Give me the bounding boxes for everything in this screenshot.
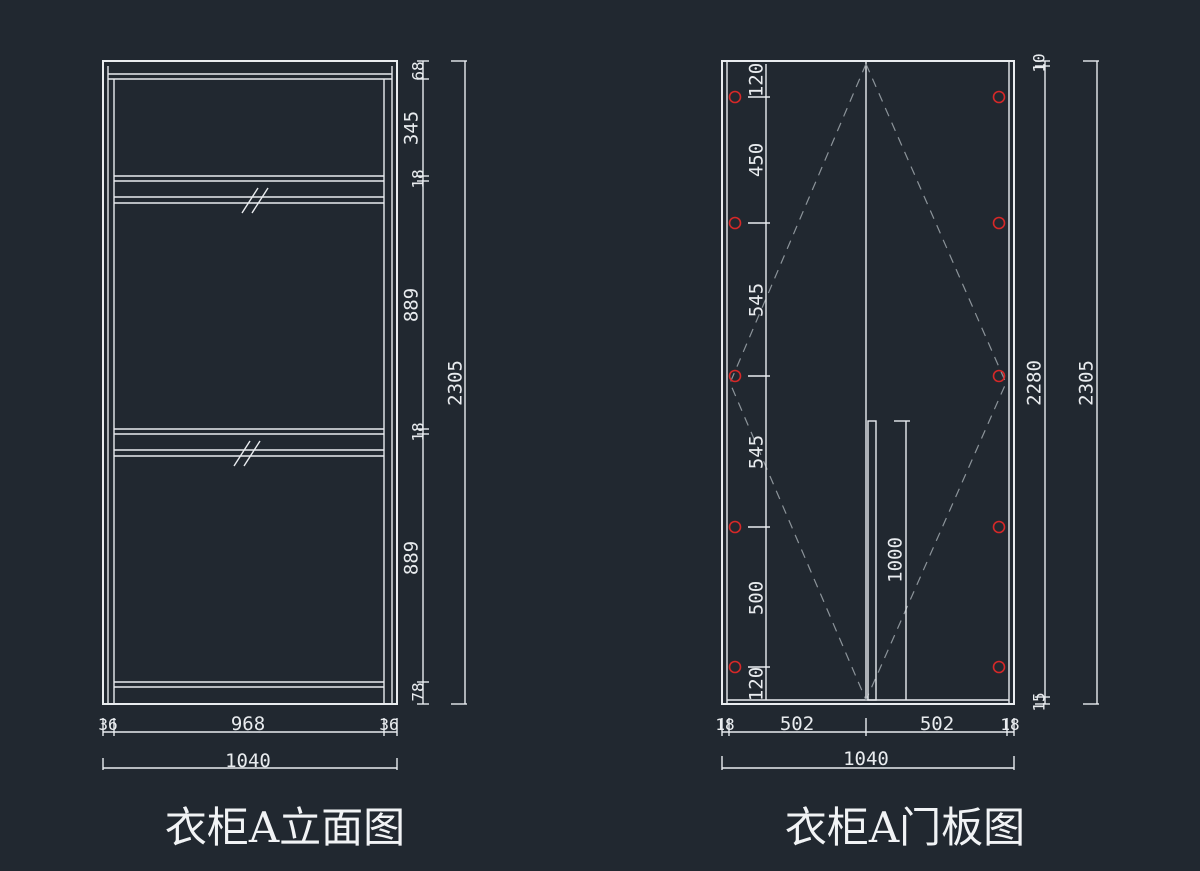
elevation-drawing: 68 345 18 889 18 889 78 2305 36 968 36 — [98, 60, 467, 852]
dim-door-overall-width: 1040 — [843, 748, 889, 770]
hinge-icon — [992, 369, 1006, 383]
dim-left-side-36: 36 — [98, 715, 117, 734]
elevation-horizontal-dim-chain — [102, 718, 398, 736]
dim-right-side-36: 36 — [379, 715, 398, 734]
door-panel-drawing: 1000 120 450 545 545 500 120 — [715, 53, 1099, 852]
door-title: 衣柜A门板图 — [785, 803, 1025, 852]
hinge-icon — [992, 216, 1006, 230]
cabinet-outer-frame — [102, 60, 398, 705]
dim-hinge-120-top: 120 — [746, 63, 768, 97]
elevation-overall-width-line — [102, 758, 398, 770]
dim-top-68: 68 — [409, 61, 428, 80]
hinge-icon — [728, 520, 742, 534]
middle-shelf — [114, 428, 384, 457]
dim-left-door-502: 502 — [780, 713, 814, 735]
hinge-icon — [728, 369, 742, 383]
door-overall-height-line — [1083, 60, 1099, 705]
dim-top-gap: 10 — [1030, 53, 1049, 72]
bottom-plinth — [114, 681, 384, 688]
elevation-overall-height-line — [451, 60, 467, 705]
hinge-icon — [992, 520, 1006, 534]
elevation-title: 衣柜A立面图 — [165, 803, 405, 852]
dim-345: 345 — [401, 111, 423, 145]
dim-handle-1000: 1000 — [885, 537, 907, 583]
dim-shelf-18-upper: 18 — [409, 169, 428, 188]
hinge-icon — [992, 90, 1006, 104]
dim-889-upper: 889 — [401, 288, 423, 322]
door-overall-width-line — [721, 756, 1015, 770]
hanging-rod-mark-lower — [233, 440, 261, 467]
dim-overall-height: 2305 — [445, 360, 467, 406]
hinge-dim-chain — [748, 64, 770, 700]
dim-inner-width-968: 968 — [231, 713, 265, 735]
dim-shelf-18-lower: 18 — [409, 422, 428, 441]
dim-door-right-18: 18 — [1000, 715, 1019, 734]
door-outer-frame — [721, 60, 1015, 705]
dim-889-lower: 889 — [401, 541, 423, 575]
hinge-icon — [728, 216, 742, 230]
dim-right-door-502: 502 — [920, 713, 954, 735]
dim-bottom-78: 78 — [409, 682, 428, 701]
handle-dim-line — [894, 420, 910, 700]
dim-hinge-120-bottom: 120 — [746, 667, 768, 701]
door-handle — [867, 420, 877, 701]
hinge-markers-right — [992, 90, 1006, 674]
hinge-markers-left — [728, 90, 742, 674]
dim-hinge-450: 450 — [746, 143, 768, 177]
dim-door-overall-height: 2305 — [1076, 360, 1098, 406]
dim-bottom-gap: 15 — [1030, 692, 1049, 711]
door-horizontal-dim-chain — [721, 718, 1015, 736]
opening-direction-marks — [729, 63, 1007, 701]
hanging-rod-mark-upper — [241, 187, 269, 214]
dim-door-height: 2280 — [1024, 360, 1046, 406]
upper-shelf — [114, 175, 384, 204]
dim-hinge-545-upper: 545 — [746, 283, 768, 317]
dim-door-left-18: 18 — [715, 715, 734, 734]
dim-hinge-500: 500 — [746, 581, 768, 615]
dim-overall-width: 1040 — [225, 750, 271, 772]
hinge-icon — [992, 660, 1006, 674]
hinge-icon — [728, 660, 742, 674]
dim-hinge-545-lower: 545 — [746, 435, 768, 469]
hinge-icon — [728, 90, 742, 104]
elevation-vertical-dim-chain — [417, 60, 429, 705]
door-height-dim-line — [1035, 60, 1050, 705]
